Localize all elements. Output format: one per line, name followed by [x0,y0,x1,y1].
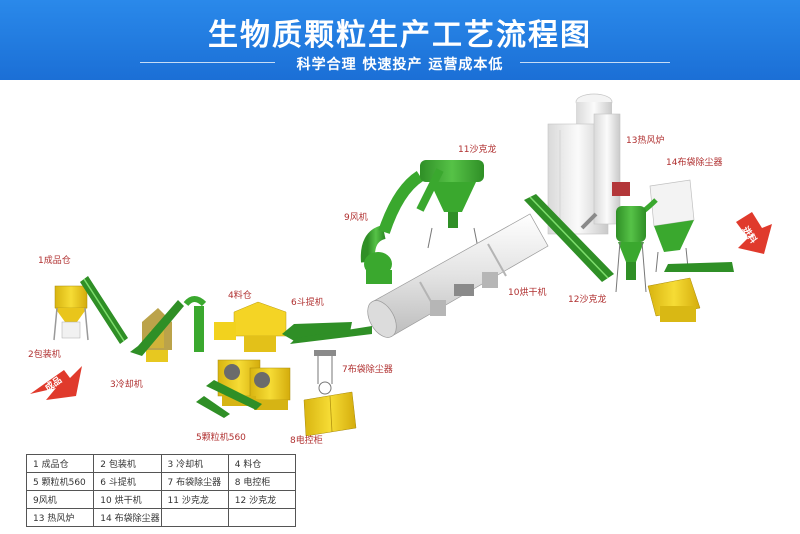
legend-cell: 13 热风炉 [25,508,95,527]
legend-row: 9风机 10 烘干机 11 沙克龙 12 沙克龙 [25,490,297,509]
legend-cell: 14 布袋除尘器 [93,508,162,527]
bag-filter-dust-collector-14 [638,179,695,273]
legend-cell [227,508,297,527]
label-cyclone-12: 12沙克龙 [568,295,607,305]
hammer-mill [647,277,701,322]
legend-row: 1 成品仓 2 包装机 3 冷却机 4 料仓 [25,454,297,473]
subtitle-divider-left [140,62,275,63]
rotary-dryer [367,213,549,338]
legend-cell: 7 布袋除尘器 [160,472,229,491]
finished-product-silo [53,285,89,341]
cyclone-11 [416,160,484,249]
label-bucket-elevator: 6斗提机 [291,298,324,308]
label-control-cabinet: 8电控柜 [290,436,323,446]
label-rotary-dryer: 10烘干机 [508,288,547,298]
legend-row: 5 颗粒机560 6 斗提机 7 布袋除尘器 8 电控柜 [25,472,297,491]
label-fan: 9风机 [344,213,368,223]
label-bag-filter-7: 7布袋除尘器 [342,365,393,375]
label-packing-machine: 2包装机 [28,350,61,360]
bin [214,301,287,352]
electric-control-cabinet [303,391,357,437]
legend-cell: 5 颗粒机560 [25,472,95,491]
process-diagram: 成品 进料 1成品仓 2包装机 3冷却机 4料仓 5颗粒机560 6斗提机 7布… [0,80,800,534]
header-banner: 生物质颗粒生产工艺流程图 科学合理 快速投产 运营成本低 [0,0,800,80]
subtitle-divider-right [520,62,670,63]
legend-cell: 4 料仓 [227,454,297,473]
label-cyclone-11: 11沙克龙 [458,145,497,155]
label-cooler: 3冷却机 [110,380,143,390]
cyclone-12 [615,206,647,293]
equipment-illustration [30,93,772,437]
fan [360,170,424,284]
legend-row: 13 热风炉 14 布袋除尘器 [25,508,297,527]
legend-table: 1 成品仓 2 包装机 3 冷却机 4 料仓 5 颗粒机560 6 斗提机 7 … [25,454,297,527]
label-pellet-mill: 5颗粒机560 [196,433,246,443]
legend-cell: 9风机 [25,490,95,509]
legend-cell: 10 烘干机 [93,490,162,509]
legend-cell: 12 沙克龙 [227,490,297,509]
legend-cell: 2 包装机 [93,454,162,473]
label-finished-product-silo: 1成品仓 [38,256,71,266]
legend-cell: 1 成品仓 [25,454,95,473]
hot-air-furnace [547,93,630,235]
legend-cell: 11 沙克龙 [160,490,229,509]
label-hot-air-furnace: 13热风炉 [626,136,665,146]
legend-cell: 3 冷却机 [160,454,229,473]
page-subtitle: 科学合理 快速投产 运营成本低 [296,57,504,73]
page-title: 生物质颗粒生产工艺流程图 [208,18,592,53]
bag-filter-dust-collector-7 [314,350,336,395]
legend-cell: 8 电控柜 [227,472,297,491]
label-bin: 4料仓 [228,291,252,301]
label-bag-filter-14: 14布袋除尘器 [666,158,723,168]
legend-cell: 6 斗提机 [93,472,162,491]
output-arrow [30,366,82,400]
legend-cell [160,508,229,527]
input-arrow [736,212,772,254]
